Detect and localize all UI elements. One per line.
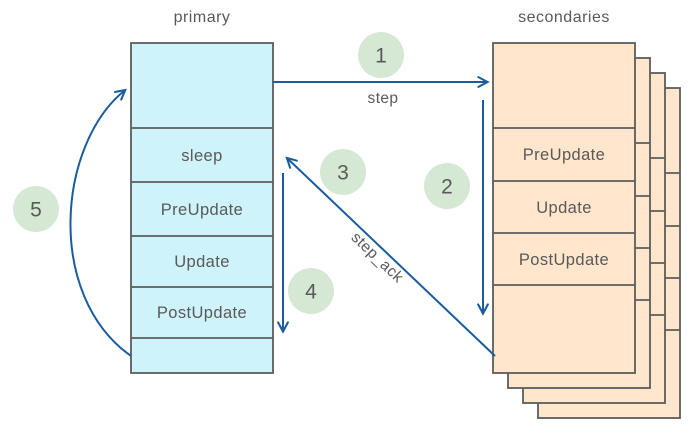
primary-title: primary (174, 9, 231, 26)
secondary-row-label-preupdate: PreUpdate (523, 146, 605, 164)
step-badge-3: 3 (320, 149, 366, 195)
step-badge-number: 4 (305, 281, 317, 304)
step-badge-1: 1 (358, 32, 404, 78)
secondary-row-label-postupdate: PostUpdate (519, 251, 609, 269)
step-badge-number: 1 (375, 45, 387, 68)
step-badge-circle (424, 163, 470, 209)
arrow-step-ack-label: step_ack (348, 229, 407, 286)
arrow-step-ack (288, 159, 496, 357)
step-badge-circle (320, 149, 366, 195)
step-badge-circle (13, 186, 59, 232)
step-badge-number: 3 (337, 162, 349, 185)
arrow-step-label: step (368, 90, 399, 107)
primary-row-label-sleep: sleep (181, 147, 222, 165)
step-badge-5: 5 (13, 186, 59, 232)
primary-box-bg (130, 42, 274, 374)
step-badge-number: 5 (30, 199, 42, 222)
step-badge-4: 4 (288, 268, 334, 314)
step-badge-2: 2 (424, 163, 470, 209)
step-badge-number: 2 (441, 176, 453, 199)
primary-row-label-postupdate: PostUpdate (157, 304, 247, 322)
secondary-row-label-update: Update (536, 199, 592, 217)
step-badge-circle (358, 32, 404, 78)
secondaries-stack: PreUpdate Update PostUpdate (492, 42, 681, 419)
step-badge-circle (288, 268, 334, 314)
primary-row-label-update: Update (174, 253, 230, 271)
primary-row-label-preupdate: PreUpdate (161, 201, 243, 219)
primary-box: sleep PreUpdate Update PostUpdate (130, 42, 274, 374)
secondaries-title: secondaries (518, 9, 610, 26)
arrow-loop-back (69, 91, 132, 357)
